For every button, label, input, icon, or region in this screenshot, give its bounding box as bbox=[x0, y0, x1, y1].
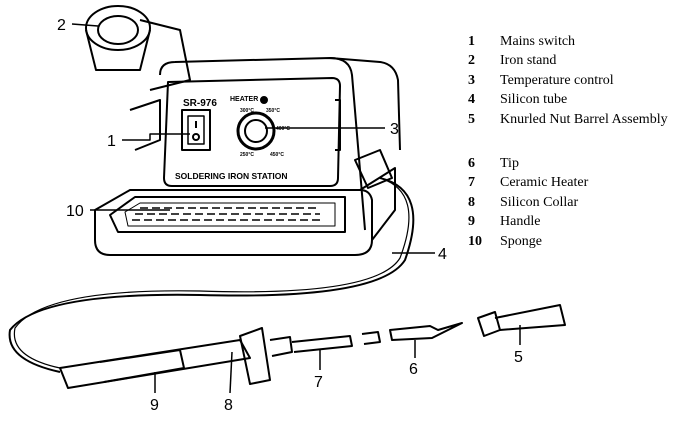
legend-item: 9 Handle bbox=[468, 213, 588, 233]
callout-8: 8 bbox=[224, 397, 233, 414]
callout-7: 7 bbox=[314, 374, 323, 391]
legend-item: 8 Silicon Collar bbox=[468, 193, 588, 213]
legend-item: 10 Sponge bbox=[468, 232, 588, 252]
iron-handle-drawing bbox=[59, 304, 566, 389]
legend-group-1: 1 Mains switch 2 Iron stand 3 Temperature c… bbox=[468, 32, 668, 130]
legend-num: 7 bbox=[468, 175, 475, 191]
callout-6: 6 bbox=[409, 361, 418, 378]
model-label: SR-976 bbox=[183, 98, 217, 109]
legend-item: 1 Mains switch bbox=[468, 32, 668, 52]
legend-label: Ceramic Heater bbox=[500, 175, 589, 191]
legend-label: Tip bbox=[500, 155, 519, 171]
callout-5: 5 bbox=[514, 349, 523, 366]
legend-label: Silicon Collar bbox=[500, 194, 579, 210]
legend-label: Silicon tube bbox=[500, 92, 568, 108]
legend-num: 9 bbox=[468, 214, 475, 230]
legend-num: 5 bbox=[468, 111, 475, 127]
callout-4: 4 bbox=[438, 246, 447, 263]
legend-group-2: 6 Tip 7 Ceramic Heater 8 Silicon Collar 9 Ha… bbox=[468, 154, 588, 252]
legend-label: Sponge bbox=[500, 233, 542, 249]
legend-item: 3 Temperature control bbox=[468, 71, 668, 91]
legend-item: 5 Knurled Nut Barrel Assembly bbox=[468, 110, 668, 130]
legend-num: 3 bbox=[468, 72, 475, 88]
station-body-drawing bbox=[94, 57, 401, 256]
legend-item: 7 Ceramic Heater bbox=[468, 174, 588, 194]
iron-stand-drawing bbox=[85, 5, 191, 151]
legend-label: Iron stand bbox=[500, 53, 557, 69]
callout-2: 2 bbox=[57, 17, 66, 34]
callout-10: 10 bbox=[66, 203, 84, 220]
temp-250: 250°C bbox=[240, 152, 254, 158]
legend-item: 2 Iron stand bbox=[468, 52, 668, 72]
legend-item: 6 Tip bbox=[468, 154, 588, 174]
legend-label: Temperature control bbox=[500, 72, 614, 88]
heater-label: HEATER bbox=[230, 96, 258, 103]
temp-400: 400°C bbox=[276, 126, 290, 132]
silicon-tube-drawing bbox=[8, 177, 415, 373]
legend-num: 4 bbox=[468, 92, 475, 108]
legend-num: 6 bbox=[468, 155, 475, 171]
legend-num: 10 bbox=[468, 233, 482, 249]
callout-9: 9 bbox=[150, 397, 159, 414]
legend-item: 4 Silicon tube bbox=[468, 91, 668, 111]
callout-1: 1 bbox=[107, 133, 116, 150]
station-label: SOLDERING IRON STATION bbox=[175, 171, 288, 181]
temp-450: 450°C bbox=[270, 152, 284, 158]
temp-350: 350°C bbox=[266, 108, 280, 114]
leader-lines bbox=[71, 23, 521, 394]
legend-num: 1 bbox=[468, 33, 475, 49]
legend-label: Mains switch bbox=[500, 33, 576, 49]
callout-3: 3 bbox=[390, 121, 399, 138]
legend-num: 8 bbox=[468, 194, 475, 210]
temp-300: 300°C bbox=[240, 108, 254, 114]
legend-label: Handle bbox=[500, 214, 541, 230]
legend-num: 2 bbox=[468, 53, 475, 69]
legend-label: Knurled Nut Barrel Assembly bbox=[500, 111, 668, 127]
